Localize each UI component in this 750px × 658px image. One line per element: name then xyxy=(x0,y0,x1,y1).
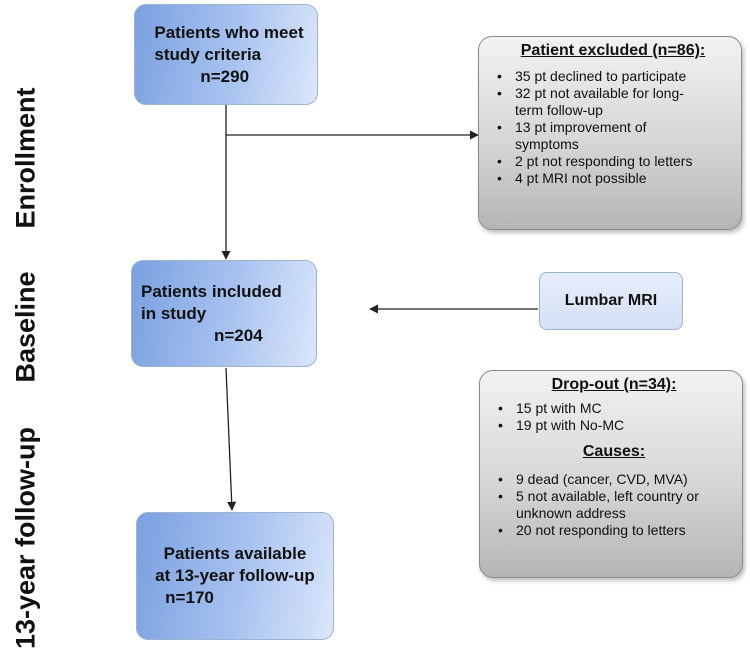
box-lumbar-mri: Lumbar MRI xyxy=(539,272,683,330)
dropout-title: Drop-out (n=34): xyxy=(551,376,677,393)
dropout-item-line: 15 pt with MC xyxy=(516,400,602,416)
excluded-item-line: 4 pt MRI not possible xyxy=(515,170,647,186)
excluded-item-line: symptoms xyxy=(515,136,579,152)
included-line2: in study xyxy=(141,303,207,323)
included-line1: Patients included xyxy=(141,281,282,301)
box-dropout: Drop-out (n=34): 15 pt with MC19 pt with… xyxy=(479,370,743,578)
excluded-item-line: 13 pt improvement of xyxy=(515,119,647,135)
criteria-count: n=290 xyxy=(200,66,250,86)
excluded-item: 35 pt declined to participate xyxy=(497,68,733,85)
criteria-line1: Patients who meet xyxy=(154,22,304,42)
available-line1: Patients available xyxy=(163,544,307,563)
box-study-criteria: Patients who meet study criteria n=290 xyxy=(134,4,318,105)
cause-item: 20 not responding to letters xyxy=(498,522,734,539)
causes-list: 9 dead (cancer, CVD, MVA)5 not available… xyxy=(494,471,734,539)
box-patients-excluded: Patient excluded (n=86): 35 pt declined … xyxy=(478,36,742,230)
excluded-list: 35 pt declined to participate32 pt not a… xyxy=(493,68,733,187)
available-count: n=170 xyxy=(165,588,214,607)
excluded-item: 32 pt not available for long-term follow… xyxy=(497,85,733,119)
mri-label: Lumbar MRI xyxy=(564,292,658,309)
cause-item: 9 dead (cancer, CVD, MVA) xyxy=(498,471,734,488)
arrow-included-to-available xyxy=(225,367,237,511)
excluded-item: 4 pt MRI not possible xyxy=(497,170,733,187)
criteria-line2: study criteria xyxy=(154,44,262,64)
excluded-item-line: 2 pt not responding to letters xyxy=(515,153,693,169)
cause-item-line: 5 not available, left country or xyxy=(516,488,699,504)
cause-item-line: 9 dead (cancer, CVD, MVA) xyxy=(516,471,688,487)
dropout-item: 19 pt with No-MC xyxy=(498,417,734,434)
causes-title: Causes: xyxy=(582,443,646,460)
cause-item-line: 20 not responding to letters xyxy=(516,522,686,538)
dropout-item-line: 19 pt with No-MC xyxy=(516,417,625,433)
excluded-item-line: 35 pt declined to participate xyxy=(515,68,687,84)
excluded-title: Patient excluded (n=86): xyxy=(520,42,706,59)
excluded-item-line: term follow-up xyxy=(515,102,603,118)
excluded-item-line: 32 pt not available for long- xyxy=(515,85,684,101)
cause-item: 5 not available, left country orunknown … xyxy=(498,488,734,522)
box-patients-included: Patients included in study n=204 xyxy=(131,260,317,367)
available-line2: at 13-year follow-up xyxy=(155,566,315,585)
cause-item-line: unknown address xyxy=(516,505,626,521)
dropout-item: 15 pt with MC xyxy=(498,400,734,417)
included-count: n=204 xyxy=(214,325,263,345)
box-patients-available: Patients available at 13-year follow-up … xyxy=(136,512,334,640)
excluded-item: 2 pt not responding to letters xyxy=(497,153,733,170)
dropout-list: 15 pt with MC19 pt with No-MC xyxy=(494,400,734,434)
